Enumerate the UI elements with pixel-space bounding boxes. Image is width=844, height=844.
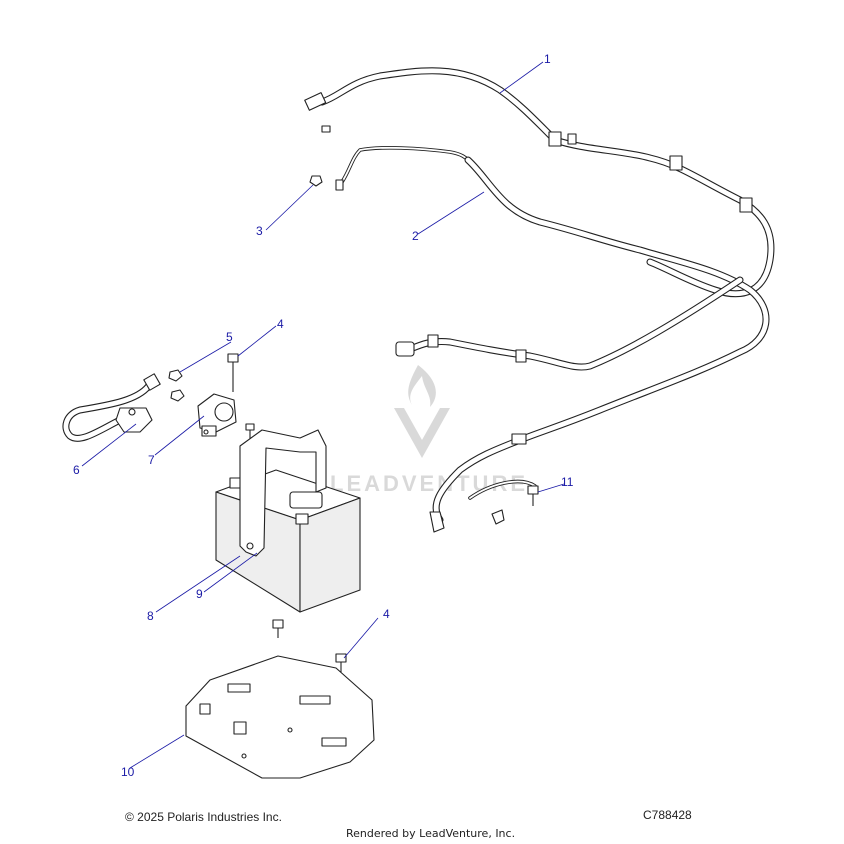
tray-slot [299,695,331,705]
tray-slot [227,683,251,693]
callout-8[interactable]: 8 [147,609,154,623]
part-5-nut[interactable] [168,369,185,402]
callout-2[interactable]: 2 [412,229,419,243]
cable-1-clip [739,197,753,213]
part-11-ground-bolt[interactable] [527,485,539,506]
cable-2-terminal-boot [395,341,415,357]
cable-2-clip [511,433,527,445]
callout-1[interactable]: 1 [544,52,551,66]
diagram-id: C788428 [643,808,692,822]
watermark-flame-icon [408,365,436,407]
cable-1-clip [669,155,683,171]
cable-2-clip [515,349,527,363]
cable-6-terminal [143,373,161,391]
cable-1-clip [567,133,577,145]
callout-7[interactable]: 7 [148,453,155,467]
part-7-solenoid[interactable] [197,393,237,437]
part-6-positive-cable[interactable] [62,373,161,442]
part-4-bolt-upper[interactable] [227,353,239,392]
callout-4-lower[interactable]: 4 [383,607,390,621]
cable-2-connector [491,509,505,525]
callout-10[interactable]: 10 [121,765,135,779]
part-4-bolt-lower[interactable] [272,619,347,672]
cable-1-terminal [304,92,327,111]
tray-stud [199,703,211,715]
watermark-text: LEADVENTURE [330,471,528,496]
rendered-by-text: Rendered by LeadVenture, Inc. [346,827,516,840]
cable-2-clip [427,334,439,348]
callout-4-upper[interactable]: 4 [277,317,284,331]
cable-2-ring-terminal [335,179,344,191]
watermark-v-icon [394,408,450,458]
part-3-nut[interactable] [309,175,323,187]
cable-1-nut [321,125,331,133]
cable-6-eyelet [128,408,136,416]
callout-3[interactable]: 3 [256,224,263,238]
tray-stud [233,721,247,735]
copyright-text: © 2025 Polaris Industries Inc. [125,810,282,824]
callout-5[interactable]: 5 [226,330,233,344]
part-9-hold-down-bracket[interactable] [239,429,327,557]
cable-1-clip [548,131,562,147]
callouts: 1 2 3 4 4 5 6 7 8 9 10 11 [73,52,574,779]
part-8-battery[interactable] [215,469,361,613]
callout-6[interactable]: 6 [73,463,80,477]
callout-11[interactable]: 11 [561,475,574,489]
leader-lines [81,61,565,769]
battery-cap [289,491,323,509]
part-2-battery-cable[interactable] [335,146,770,533]
battery-side [299,497,361,613]
part-1-main-cable[interactable] [304,67,775,298]
terminal-cover [115,407,153,433]
watermark: LEADVENTURE [330,365,528,496]
callout-9[interactable]: 9 [196,587,203,601]
tray-slot [321,737,347,747]
battery-terminal [295,513,309,525]
cable-2-connector [429,511,445,533]
part-10-battery-tray[interactable] [185,655,375,779]
